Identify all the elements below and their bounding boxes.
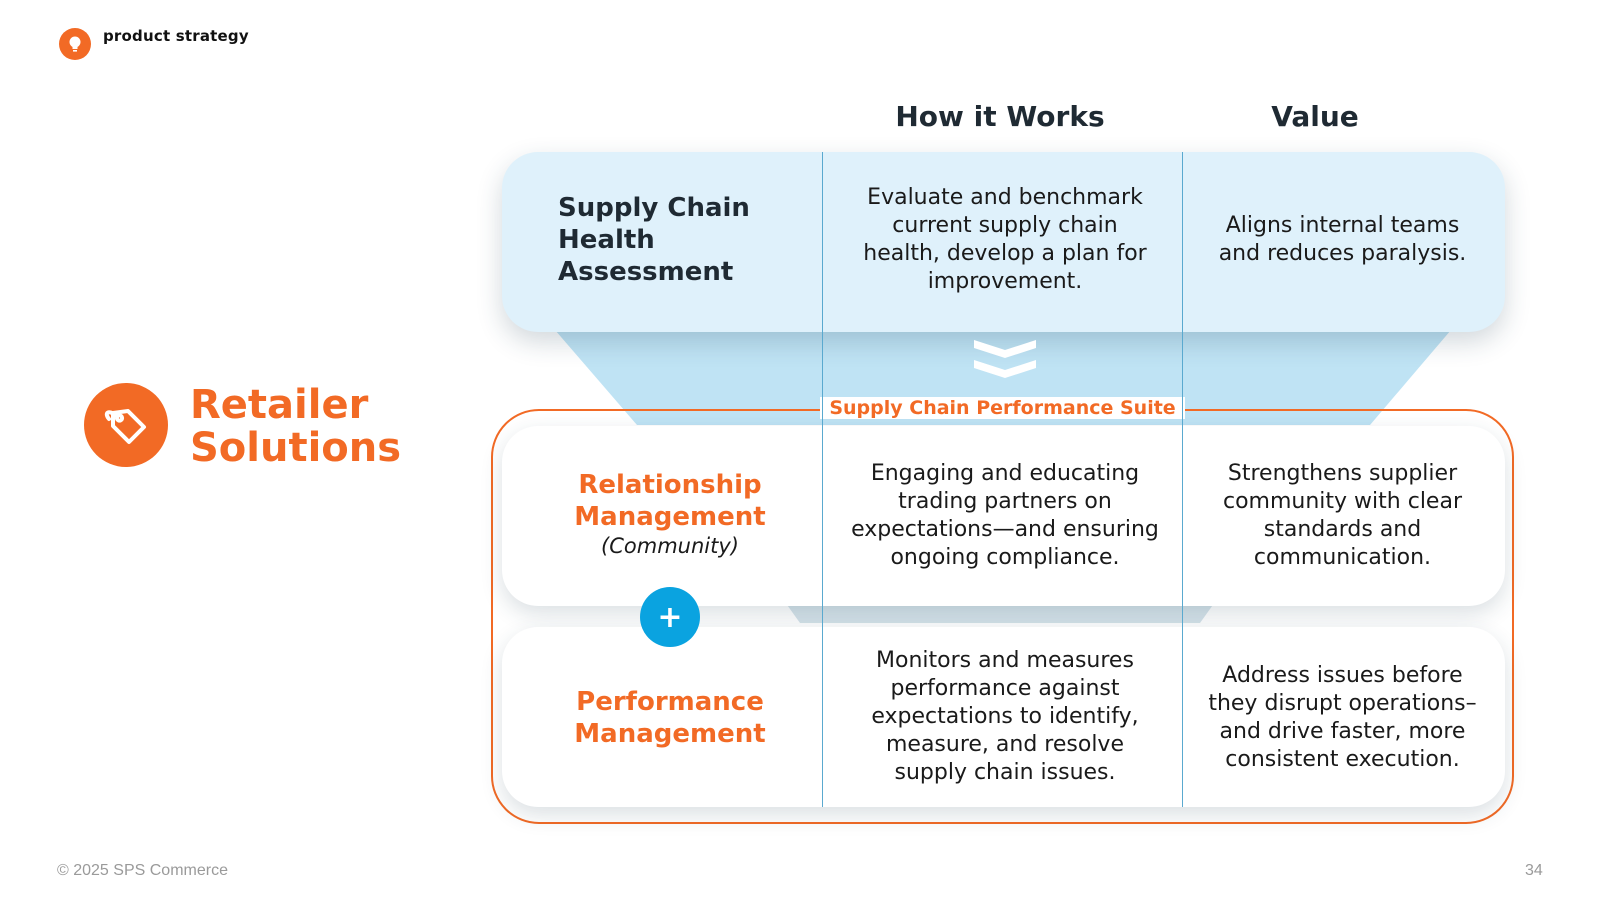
relationship-how: Engaging and educating trading partners …	[851, 461, 1159, 570]
lightbulb-icon	[59, 28, 91, 60]
column-header-how: How it Works	[895, 100, 1105, 133]
plus-icon: +	[640, 587, 700, 647]
relationship-value: Strengthens supplier community with clea…	[1223, 461, 1462, 570]
brand-label: product strategy	[103, 27, 249, 45]
double-chevron-down-icon	[972, 340, 1038, 384]
column-divider	[822, 152, 823, 807]
performance-title: Performance Management	[574, 686, 766, 749]
assessment-value: Aligns internal teams and reduces paraly…	[1218, 212, 1467, 266]
column-header-value: Value	[1271, 100, 1359, 133]
assessment-title: Supply Chain Health Assessment	[558, 193, 750, 287]
suite-label: Supply Chain Performance Suite	[820, 397, 1185, 419]
relationship-subtitle: (Community)	[601, 533, 739, 558]
section-title-line2: Solutions	[190, 425, 402, 471]
section-title: Retailer Solutions	[190, 384, 401, 470]
relationship-title: Relationship Management (Community)	[574, 469, 766, 558]
performance-row-card	[502, 627, 1505, 807]
section-title-line1: Retailer	[190, 382, 369, 428]
relationship-row-card	[502, 426, 1505, 606]
copyright: © 2025 SPS Commerce	[57, 862, 228, 879]
performance-how: Monitors and measures performance agains…	[871, 648, 1139, 785]
assessment-band	[502, 152, 1505, 332]
funnel-connector	[555, 330, 1451, 425]
page-number: 34	[1525, 862, 1543, 879]
column-divider	[1182, 152, 1183, 807]
assessment-how: Evaluate and benchmark current supply ch…	[863, 184, 1147, 294]
performance-value: Address issues before they disrupt opera…	[1208, 662, 1477, 772]
price-tag-icon	[84, 383, 168, 467]
